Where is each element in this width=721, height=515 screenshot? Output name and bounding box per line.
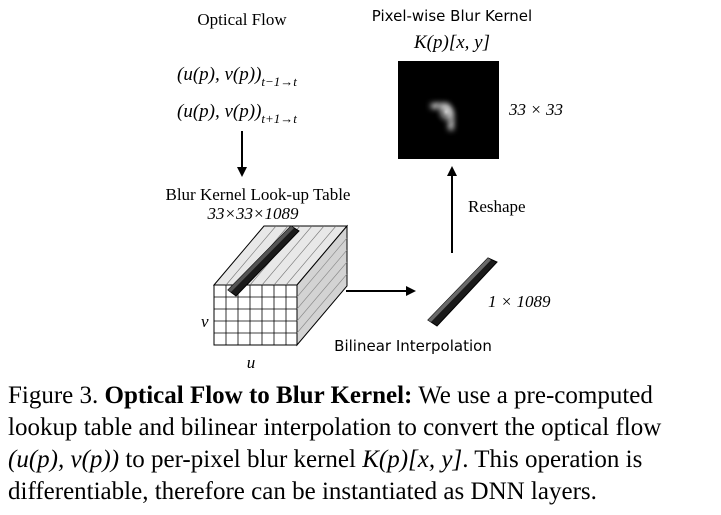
flow-next: (u(p), v(p))t+1→t: [177, 101, 297, 126]
caption-line-4: differentiable, therefore can be instant…: [8, 478, 597, 505]
flow-next-main: (u(p), v(p)): [177, 101, 261, 122]
kernel-title: Pixel-wise Blur Kernel: [372, 7, 532, 25]
flow-prev-main: (u(p), v(p)): [177, 64, 261, 85]
vector-bar: [427, 257, 498, 327]
kernel-size: 33 × 33: [508, 100, 563, 119]
blur-kernel-image: [398, 61, 499, 159]
vector-size: 1 × 1089: [488, 292, 551, 311]
flow-prev-sub: t−1→t: [261, 74, 297, 89]
diagram: Optical Flow (u(p), v(p))t−1→t (u(p), v(…: [166, 7, 563, 372]
kernel-expr: K(p)[x, y]: [413, 32, 490, 53]
cube-highlight-bar-top: [228, 226, 294, 292]
flow-next-sub: t+1→t: [261, 111, 297, 126]
caption-line-2: lookup table and bilinear interpolation …: [8, 414, 662, 441]
reshape-label: Reshape: [468, 197, 526, 216]
lookup-title: Blur Kernel Look-up Table: [166, 185, 351, 204]
lookup-cube: [212, 224, 349, 347]
caption-prefix: Figure 3.: [8, 382, 99, 409]
caption-line-1-rest: We use a pre-computed: [418, 382, 653, 409]
cube-highlight-bar: [227, 225, 300, 297]
optical-flow-title: Optical Flow: [197, 10, 287, 29]
caption-kernel-expr: K(p)[x, y]: [362, 446, 463, 473]
lookup-dims: 33×33×1089: [207, 204, 299, 223]
cube-side-grid: [296, 237, 348, 334]
axis-u-label: u: [247, 353, 256, 372]
caption-bold-title: Optical Flow to Blur Kernel:: [104, 382, 413, 409]
interp-label: Bilinear Interpolation: [334, 337, 492, 355]
cube-front: [213, 284, 298, 346]
axis-v-label: v: [201, 312, 209, 331]
caption-line-1: Figure 3. Optical Flow to Blur Kernel: W…: [8, 380, 714, 412]
flow-prev: (u(p), v(p))t−1→t: [177, 64, 297, 89]
caption-line-3: (u(p), v(p)) to per-pixel blur kernel K(…: [8, 444, 714, 476]
caption-line-3-mid: to per-pixel blur kernel: [125, 446, 356, 473]
caption-line-3-end: . This operation is: [462, 446, 643, 473]
cube-grid: [214, 285, 297, 345]
figure-caption: Figure 3. Optical Flow to Blur Kernel: W…: [8, 380, 714, 508]
caption-flow-expr: (u(p), v(p)): [8, 446, 120, 473]
